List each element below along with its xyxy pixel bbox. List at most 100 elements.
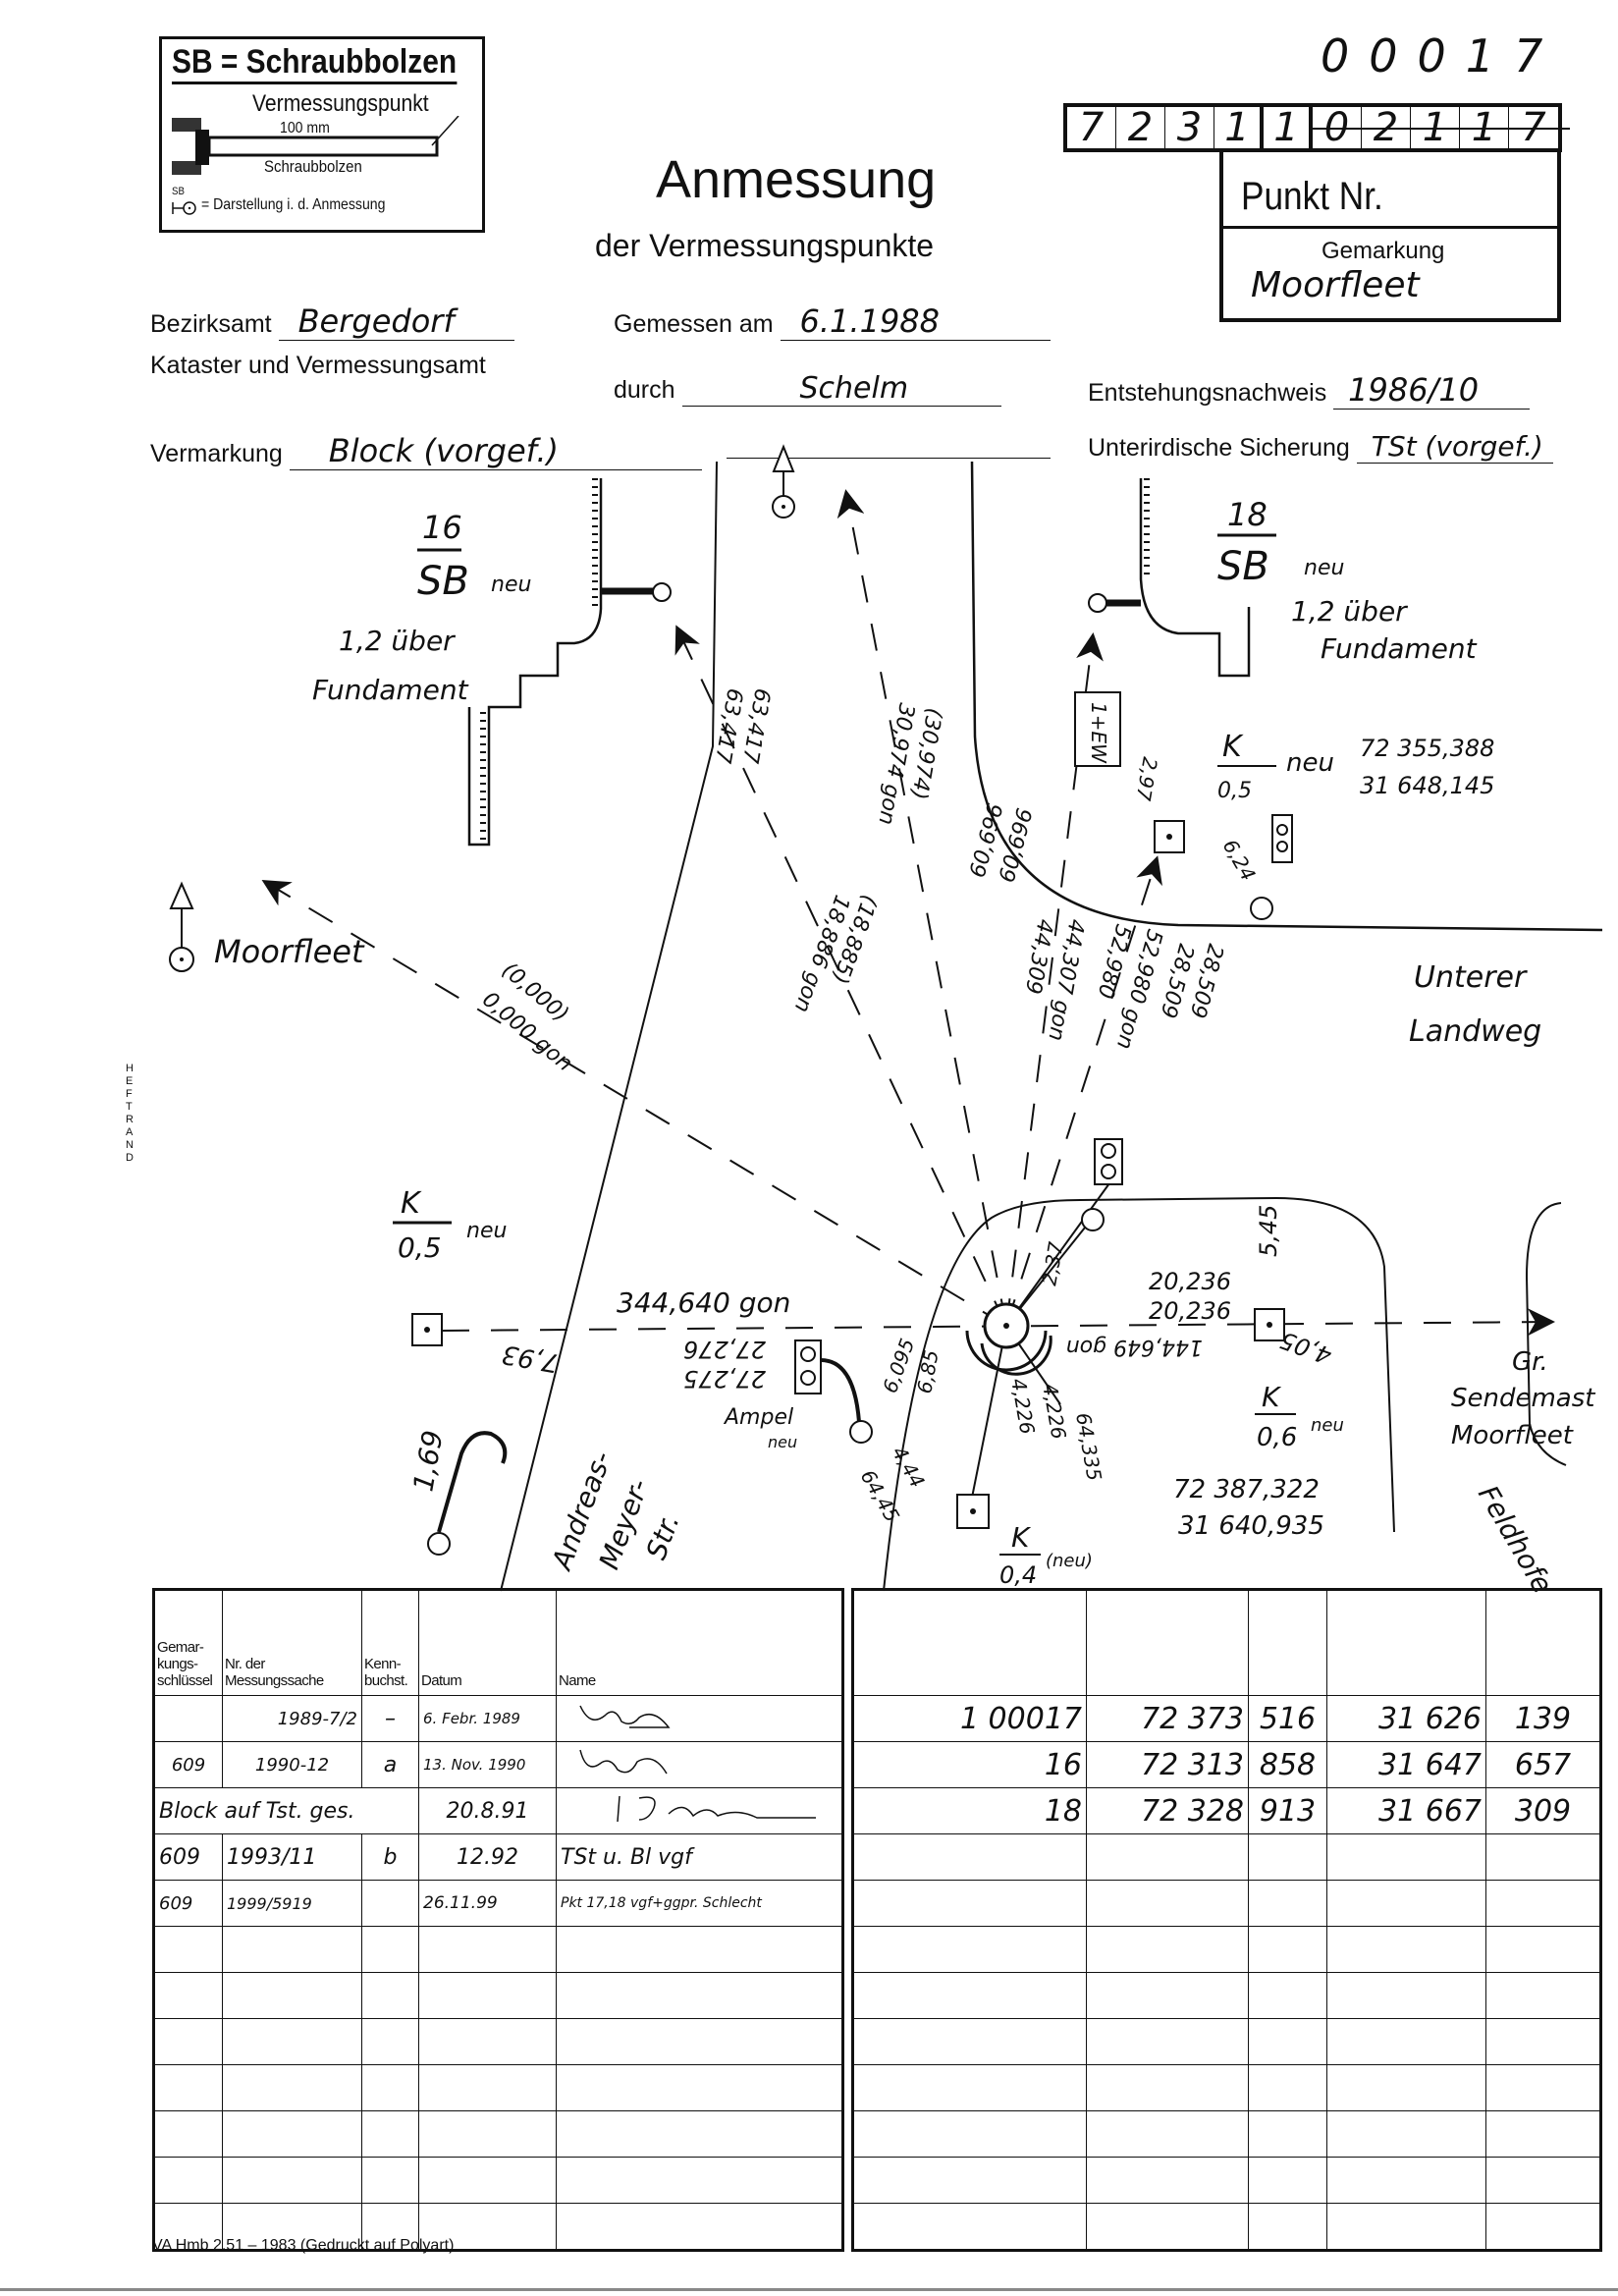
traffic-light-icons [794, 814, 1293, 1394]
cell: 609 [153, 1741, 223, 1788]
table-row [852, 2018, 1601, 2065]
k1-top: K [1222, 730, 1244, 764]
table-row [153, 2064, 843, 2111]
table-row [852, 1833, 1601, 1881]
durch-field: durch Schelm [614, 371, 1001, 407]
road-lines [500, 461, 1603, 1592]
k2-bottom: 0,5 [398, 1231, 442, 1264]
p16-type: SB [417, 559, 469, 604]
cell: 309 [1485, 1787, 1601, 1834]
dist-label: 6,85 [912, 1348, 943, 1395]
moorfleet-point-icon [169, 881, 194, 972]
dist-label: 27,275 [683, 1365, 766, 1393]
dist-label: 1,69 [406, 1428, 449, 1494]
col-header: Gemar-kungs-schlüssel [153, 1589, 223, 1696]
cell: 31 647 [1326, 1741, 1486, 1788]
bezirksamt-value: Bergedorf [278, 302, 514, 341]
cell: 609 [153, 1833, 223, 1881]
direction-label: 44,309 [1020, 917, 1057, 996]
street-label: Unterer [1414, 960, 1528, 995]
form-footer: VA Hmb 2.51 – 1983 (Gedruckt auf Polyart… [152, 2237, 455, 2254]
point-number-box: 7 2 3 1 1 0 2 1 1 7 [1063, 103, 1570, 152]
gemessen-field: Gemessen am 6.1.1988 [614, 302, 1051, 341]
table-row: 1989-7/2 – 6. Febr. 1989 [153, 1695, 843, 1742]
cell: 6. Febr. 1989 [418, 1695, 557, 1742]
cell: TSt u. Bl vgf [556, 1833, 843, 1881]
digit-cell-struck: 1 [1411, 105, 1471, 150]
table-row [852, 2157, 1601, 2204]
p18-neu: neu [1304, 556, 1344, 580]
street-label: Landweg [1409, 1014, 1541, 1049]
p18-number: 18 [1227, 496, 1267, 533]
sicherung-label: Unterirdische Sicherung [1088, 434, 1350, 462]
heftrand-label: HEFTRAND [126, 1063, 134, 1164]
k4-neu: (neu) [1046, 1551, 1093, 1571]
cell: 1990-12 [222, 1741, 362, 1788]
cell: 20.8.91 [418, 1787, 557, 1834]
point-number-handwritten: 00017 [1321, 29, 1563, 82]
cell: 31 667 [1326, 1787, 1486, 1834]
legend-point-label: Vermessungspunkt [252, 90, 429, 117]
col-header: Datum [418, 1589, 557, 1696]
legend-symbol-desc: = Darstellung i. d. Anmessung [201, 196, 386, 213]
durch-signature: Schelm [681, 371, 1001, 407]
cell: 12.92 [418, 1833, 557, 1881]
digit-cell-struck: 2 [1362, 105, 1422, 150]
cell: 1 00017 [852, 1695, 1087, 1742]
history-table: Gemar-kungs-schlüssel Nr. der Messungssa… [152, 1588, 844, 2252]
col-header: Kenn-buchst. [361, 1589, 419, 1696]
cell: 1999/5919 [222, 1880, 362, 1927]
target-label: Moorfleet [1451, 1421, 1574, 1450]
cell: 72 328 [1086, 1787, 1249, 1834]
dist-label: 4,05 [1276, 1326, 1335, 1370]
durch-label: durch [614, 376, 675, 404]
cell: 16 [852, 1741, 1087, 1788]
entstehung-value: 1986/10 [1333, 371, 1531, 410]
digit-cell-struck: 1 [1460, 105, 1520, 150]
dist-label: 4,44 [888, 1443, 930, 1493]
k3-y: 31 640,935 [1178, 1511, 1324, 1541]
k2-neu: neu [466, 1219, 507, 1243]
table-row [852, 2110, 1601, 2158]
dist-label: 4,226 [1038, 1382, 1071, 1442]
p18-note: Fundament [1321, 632, 1478, 665]
lamp-arm-left [437, 1431, 508, 1533]
table-header-row [852, 1589, 1601, 1696]
cell: 31 626 [1326, 1695, 1486, 1742]
digit-cell: 1 [1264, 105, 1313, 150]
entstehung-field: Entstehungsnachweis 1986/10 [1088, 371, 1531, 410]
street-label: Feldhofe [1472, 1480, 1559, 1599]
k3-x: 72 387,322 [1173, 1475, 1320, 1504]
gemessen-label: Gemessen am [614, 310, 774, 338]
ampel-label: Ampel [723, 1405, 793, 1430]
dist-label: 6,24 [1218, 836, 1261, 886]
signature-icon [617, 1795, 816, 1823]
digit-cell-struck: 0 [1313, 105, 1373, 150]
signature-cell [556, 1741, 843, 1788]
digit-cell: 1 [1214, 105, 1264, 150]
lamp-arm [820, 1358, 861, 1423]
k4-top: K [1011, 1521, 1032, 1554]
street-label: Str. [640, 1509, 686, 1563]
table-row [852, 1926, 1601, 1973]
target-label: Sendemast [1451, 1384, 1595, 1413]
k1-bottom: 0,5 [1217, 779, 1252, 803]
legend-title: SB = Schraubbolzen [172, 43, 458, 84]
k3-bottom: 0,6 [1257, 1423, 1297, 1452]
dist-label: 27,276 [683, 1336, 766, 1363]
table-row [852, 1880, 1601, 1927]
cell: – [361, 1695, 419, 1742]
sicherung-field: Unterirdische Sicherung TSt (vorgef.) [1088, 430, 1553, 464]
cell: 516 [1248, 1695, 1327, 1742]
table-row [852, 2203, 1601, 2251]
cell: 18 [852, 1787, 1087, 1834]
ew-box [1074, 691, 1121, 767]
orientation-point-icon [772, 444, 795, 519]
legend-symbol-sb: SB [172, 186, 185, 197]
table-row: 609 1990-12 a 13. Nov. 1990 [153, 1741, 843, 1788]
bolt-symbol-icon [172, 201, 196, 215]
table-row: 609 1999/5919 26.11.99 Pkt 17,18 vgf+ggp… [153, 1880, 843, 1927]
ew-box-label: 1+EW [1087, 702, 1110, 764]
table-row [153, 2018, 843, 2065]
cell: 139 [1485, 1695, 1601, 1742]
